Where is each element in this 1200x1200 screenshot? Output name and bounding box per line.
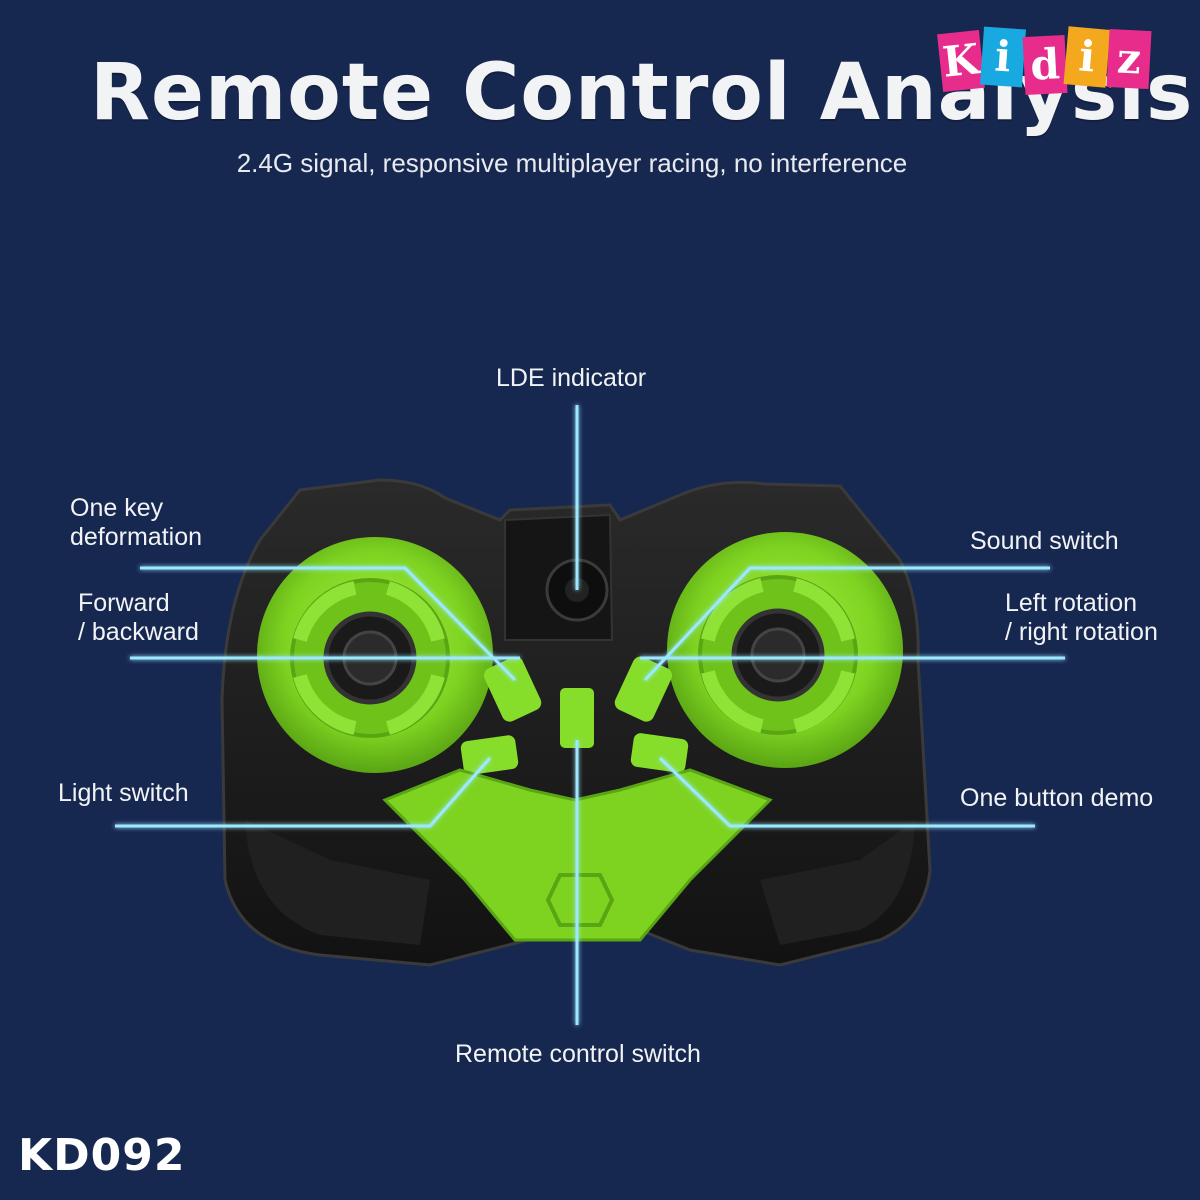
- right-joystick: [667, 532, 903, 768]
- callout-one-button-demo: One button demo: [960, 784, 1154, 812]
- callout-one-key-deformation: One key deformation: [70, 494, 203, 551]
- page-subtitle: 2.4G signal, responsive multiplayer raci…: [236, 148, 908, 178]
- callout-rotation: Left rotation / right rotation: [1005, 589, 1158, 646]
- sound-switch-button: [614, 656, 673, 722]
- power-switch-button: [560, 688, 594, 748]
- demo-button: [630, 733, 689, 773]
- callout-led-indicator: LDE indicator: [496, 364, 647, 392]
- callout-forward-backward: Forward / backward: [78, 589, 199, 646]
- light-switch-button: [460, 735, 519, 775]
- callout-remote-control-switch: Remote control switch: [455, 1040, 701, 1068]
- deformation-button: [483, 656, 542, 722]
- left-joystick: [257, 537, 493, 773]
- callout-leader-lines: [115, 405, 1065, 1025]
- callout-light-switch: Light switch: [58, 779, 189, 807]
- product-code: KD092: [18, 1130, 186, 1181]
- callout-sound-switch: Sound switch: [970, 527, 1119, 555]
